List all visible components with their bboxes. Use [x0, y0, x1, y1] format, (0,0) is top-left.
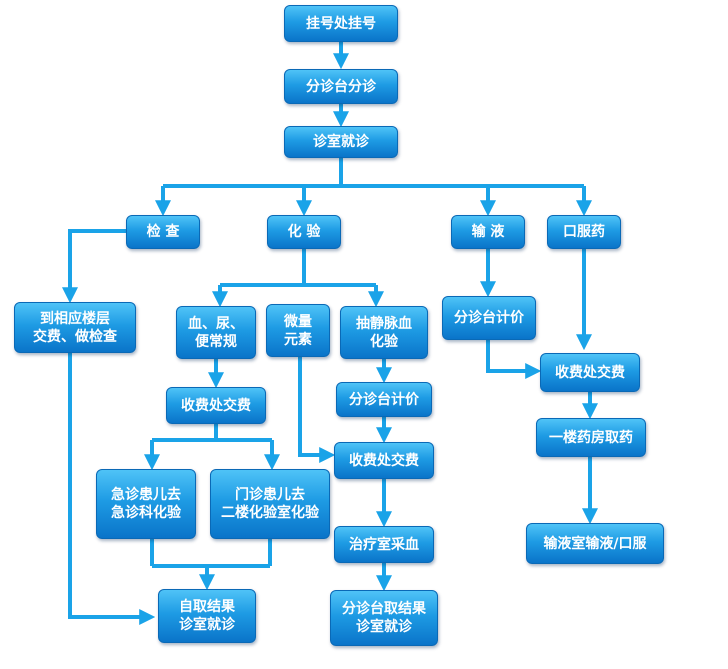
- self-results-node: 自取结果诊室就诊: [158, 589, 256, 643]
- pay-mid-node: 收费处交费: [540, 353, 640, 392]
- arrow-price-pay-mid: [486, 340, 542, 379]
- infusion-label: 输 液: [471, 224, 505, 240]
- arrow-exam-floor: [62, 229, 126, 304]
- exam-label: 检 查: [146, 224, 180, 240]
- treatment-blood-node: 治疗室采血: [334, 526, 434, 563]
- exam-node: 检 查: [126, 215, 200, 249]
- trace-elem-node: 微量元素: [266, 304, 330, 357]
- consult-node: 诊室就诊: [284, 126, 398, 158]
- desk-results-node: 分诊台取结果诊室就诊: [330, 590, 438, 646]
- exam-floor-line1: 到相应楼层: [40, 310, 110, 327]
- outpatient-child-line2: 二楼化验室化验: [221, 505, 319, 521]
- trace-elem-line2: 元素: [284, 331, 312, 348]
- blood-urine-node: 血、尿、便常规: [176, 306, 256, 359]
- exam-floor-line2: 交费、做检查: [33, 328, 117, 345]
- lab-label: 化 验: [287, 224, 321, 240]
- pay-right-node: 收费处交费: [334, 442, 434, 479]
- pay-right-label: 收费处交费: [349, 452, 419, 469]
- triage-price-lab-label: 分诊台计价: [349, 391, 419, 408]
- consult-label: 诊室就诊: [313, 134, 369, 150]
- oral-med-node: 口服药: [547, 215, 621, 249]
- register-node: 挂号处挂号: [284, 5, 398, 42]
- treatment-blood-label: 治疗室采血: [349, 536, 419, 553]
- self-results-line2: 诊室就诊: [179, 617, 235, 633]
- venous-blood-node: 抽静脉血化验: [340, 306, 428, 359]
- arrow-floor-self-results: [68, 353, 156, 625]
- pay-left-node: 收费处交费: [166, 387, 266, 424]
- self-results-line1: 自取结果: [179, 599, 235, 615]
- pay-left-label: 收费处交费: [181, 397, 251, 414]
- blood-urine-line2: 便常规: [195, 333, 237, 350]
- infusion-node: 输 液: [451, 215, 525, 249]
- triage-node: 分诊台分诊: [284, 69, 398, 104]
- lab-node: 化 验: [267, 215, 341, 249]
- triage-price-infusion-label: 分诊台计价: [454, 310, 524, 326]
- venous-blood-line2: 化验: [370, 333, 398, 350]
- venous-blood-line1: 抽静脉血: [356, 315, 412, 332]
- outpatient-child-node: 门诊患儿去二楼化验室化验: [210, 469, 330, 539]
- register-label: 挂号处挂号: [306, 15, 376, 32]
- desk-results-line1: 分诊台取结果: [342, 601, 426, 617]
- trace-elem-line1: 微量: [284, 313, 312, 330]
- emergency-child-node: 急诊患儿去急诊科化验: [96, 469, 196, 539]
- pharmacy-node: 一楼药房取药: [536, 418, 646, 457]
- exam-floor-node: 到相应楼层交费、做检查: [14, 302, 136, 353]
- oral-med-label: 口服药: [563, 224, 605, 240]
- pay-mid-label: 收费处交费: [555, 364, 625, 381]
- triage-price-infusion-node: 分诊台计价: [442, 296, 536, 340]
- triage-label: 分诊台分诊: [306, 78, 376, 95]
- infusion-room-label: 输液室输液/口服: [543, 535, 647, 552]
- blood-urine-line1: 血、尿、: [188, 315, 244, 332]
- outpatient-child-line1: 门诊患儿去: [235, 487, 305, 503]
- emergency-child-line2: 急诊科化验: [111, 505, 181, 521]
- pharmacy-label: 一楼药房取药: [549, 429, 633, 446]
- desk-results-line2: 诊室就诊: [356, 619, 412, 635]
- emergency-child-line1: 急诊患儿去: [111, 487, 181, 503]
- triage-price-lab-node: 分诊台计价: [336, 382, 432, 417]
- arrow-trace-pay-right: [298, 357, 336, 463]
- infusion-room-node: 输液室输液/口服: [526, 523, 664, 564]
